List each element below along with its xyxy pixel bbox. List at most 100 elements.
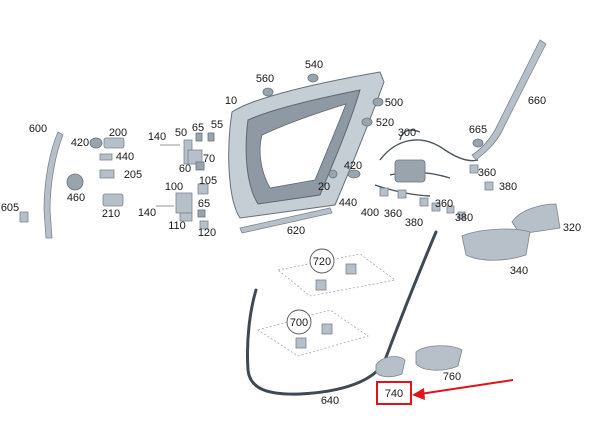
- label-20: 20: [318, 181, 330, 193]
- label-640: 640: [321, 395, 339, 407]
- part-700-sheet: [257, 309, 369, 357]
- part-70-hinge[interactable]: [187, 149, 203, 165]
- part-760-trim-piece[interactable]: [415, 345, 463, 371]
- label-380-a: 380: [499, 181, 517, 193]
- label-600: 600: [29, 123, 47, 135]
- label-60: 60: [179, 163, 191, 175]
- part-380-clip-b[interactable]: [431, 202, 441, 212]
- part-660-frame-seal[interactable]: [471, 39, 547, 161]
- tag-720-circle: [309, 248, 335, 274]
- part-700-pad-b[interactable]: [295, 337, 307, 349]
- label-340: 340: [510, 265, 528, 277]
- part-520-plug[interactable]: [361, 117, 373, 127]
- label-55: 55: [211, 119, 223, 131]
- label-540: 540: [305, 59, 323, 71]
- part-340-cover-panel[interactable]: [461, 228, 531, 261]
- part-460-plug[interactable]: [66, 173, 84, 191]
- label-400: 400: [361, 207, 379, 219]
- part-205-bolt[interactable]: [99, 169, 115, 179]
- part-640-door-seal[interactable]: [245, 230, 438, 396]
- part-440-bolt[interactable]: [99, 153, 113, 161]
- label-560: 560: [256, 73, 274, 85]
- label-10: 10: [225, 95, 237, 107]
- part-665-plug[interactable]: [472, 138, 484, 148]
- part-700-pad-a[interactable]: [321, 323, 333, 335]
- part-420-grommet[interactable]: [89, 137, 103, 149]
- part-600-trim-strip[interactable]: [43, 131, 64, 239]
- part-320-cover-panel[interactable]: [511, 203, 561, 235]
- part-620-lower-strip[interactable]: [239, 207, 333, 234]
- part-360-clip-b[interactable]: [419, 197, 429, 207]
- part-100-lower-hinge[interactable]: [175, 192, 193, 214]
- label-760: 760: [443, 371, 461, 383]
- part-720-sheet: [277, 253, 396, 297]
- label-205: 205: [124, 169, 142, 181]
- label-300: 300: [398, 127, 416, 139]
- tag-700-circle: [286, 309, 312, 335]
- label-120: 120: [198, 227, 216, 239]
- label-700: 700: [290, 317, 308, 329]
- part-440-bolt-right[interactable]: [379, 187, 389, 197]
- part-720-pad-b[interactable]: [315, 279, 327, 291]
- label-360-b: 360: [384, 208, 402, 220]
- part-65-screw-bottom[interactable]: [197, 209, 206, 218]
- part-380-clip-c[interactable]: [457, 211, 466, 220]
- part-420-grommet-right[interactable]: [347, 169, 361, 179]
- label-620: 620: [287, 225, 305, 237]
- label-420-right: 420: [344, 160, 362, 172]
- highlight-arrow: [419, 379, 514, 395]
- part-560-plug[interactable]: [262, 87, 274, 97]
- label-520: 520: [376, 117, 394, 129]
- door-window-opening: [259, 103, 347, 189]
- label-110: 110: [168, 220, 186, 232]
- label-380-b: 380: [405, 217, 423, 229]
- part-200-bracket[interactable]: [103, 137, 125, 149]
- part-210-pad[interactable]: [102, 193, 124, 207]
- part-605-clip[interactable]: [19, 211, 29, 223]
- label-440-left: 440: [116, 151, 134, 163]
- part-55-screw[interactable]: [207, 132, 215, 142]
- part-740-trim-piece[interactable]: [375, 356, 406, 378]
- part-110-clip[interactable]: [179, 212, 193, 222]
- label-65-top: 65: [192, 122, 204, 134]
- part-380-clip-a[interactable]: [484, 181, 494, 191]
- label-440-right: 440: [339, 197, 357, 209]
- label-500: 500: [385, 97, 403, 109]
- label-380-c: 380: [455, 212, 473, 224]
- label-665: 665: [469, 124, 487, 136]
- part-500-plug[interactable]: [372, 97, 384, 107]
- label-360-a: 360: [478, 167, 496, 179]
- label-740: 740: [385, 388, 403, 400]
- label-100: 100: [165, 181, 183, 193]
- part-60-screw[interactable]: [195, 161, 205, 171]
- part-400-clip[interactable]: [397, 189, 407, 199]
- label-65-bottom: 65: [198, 198, 210, 210]
- part-300-lock-module[interactable]: [394, 159, 426, 183]
- label-720: 720: [313, 256, 331, 268]
- part-120-clip[interactable]: [199, 220, 209, 230]
- highlight-arrow-head: [412, 388, 425, 400]
- label-420-left: 420: [71, 137, 89, 149]
- part-360-clip-c[interactable]: [446, 205, 455, 214]
- label-105: 105: [199, 175, 217, 187]
- part-540-plug[interactable]: [307, 73, 319, 83]
- part-65-screw-top[interactable]: [195, 132, 203, 142]
- label-210: 210: [102, 208, 120, 220]
- label-605: 605: [1, 202, 19, 214]
- label-660: 660: [528, 95, 546, 107]
- part-300-wiring-harness[interactable]: [374, 129, 479, 197]
- label-70: 70: [203, 153, 215, 165]
- part-360-clip-a[interactable]: [469, 164, 479, 174]
- label-200: 200: [109, 127, 127, 139]
- part-720-pad-a[interactable]: [345, 263, 357, 275]
- highlight-box-740: [376, 381, 412, 405]
- label-320: 320: [563, 222, 581, 234]
- label-50: 50: [175, 127, 187, 139]
- label-140-top: 140: [148, 131, 166, 143]
- label-460: 460: [67, 192, 85, 204]
- part-105-screw[interactable]: [197, 183, 209, 195]
- label-360-c: 360: [435, 198, 453, 210]
- part-20-screw[interactable]: [328, 169, 338, 179]
